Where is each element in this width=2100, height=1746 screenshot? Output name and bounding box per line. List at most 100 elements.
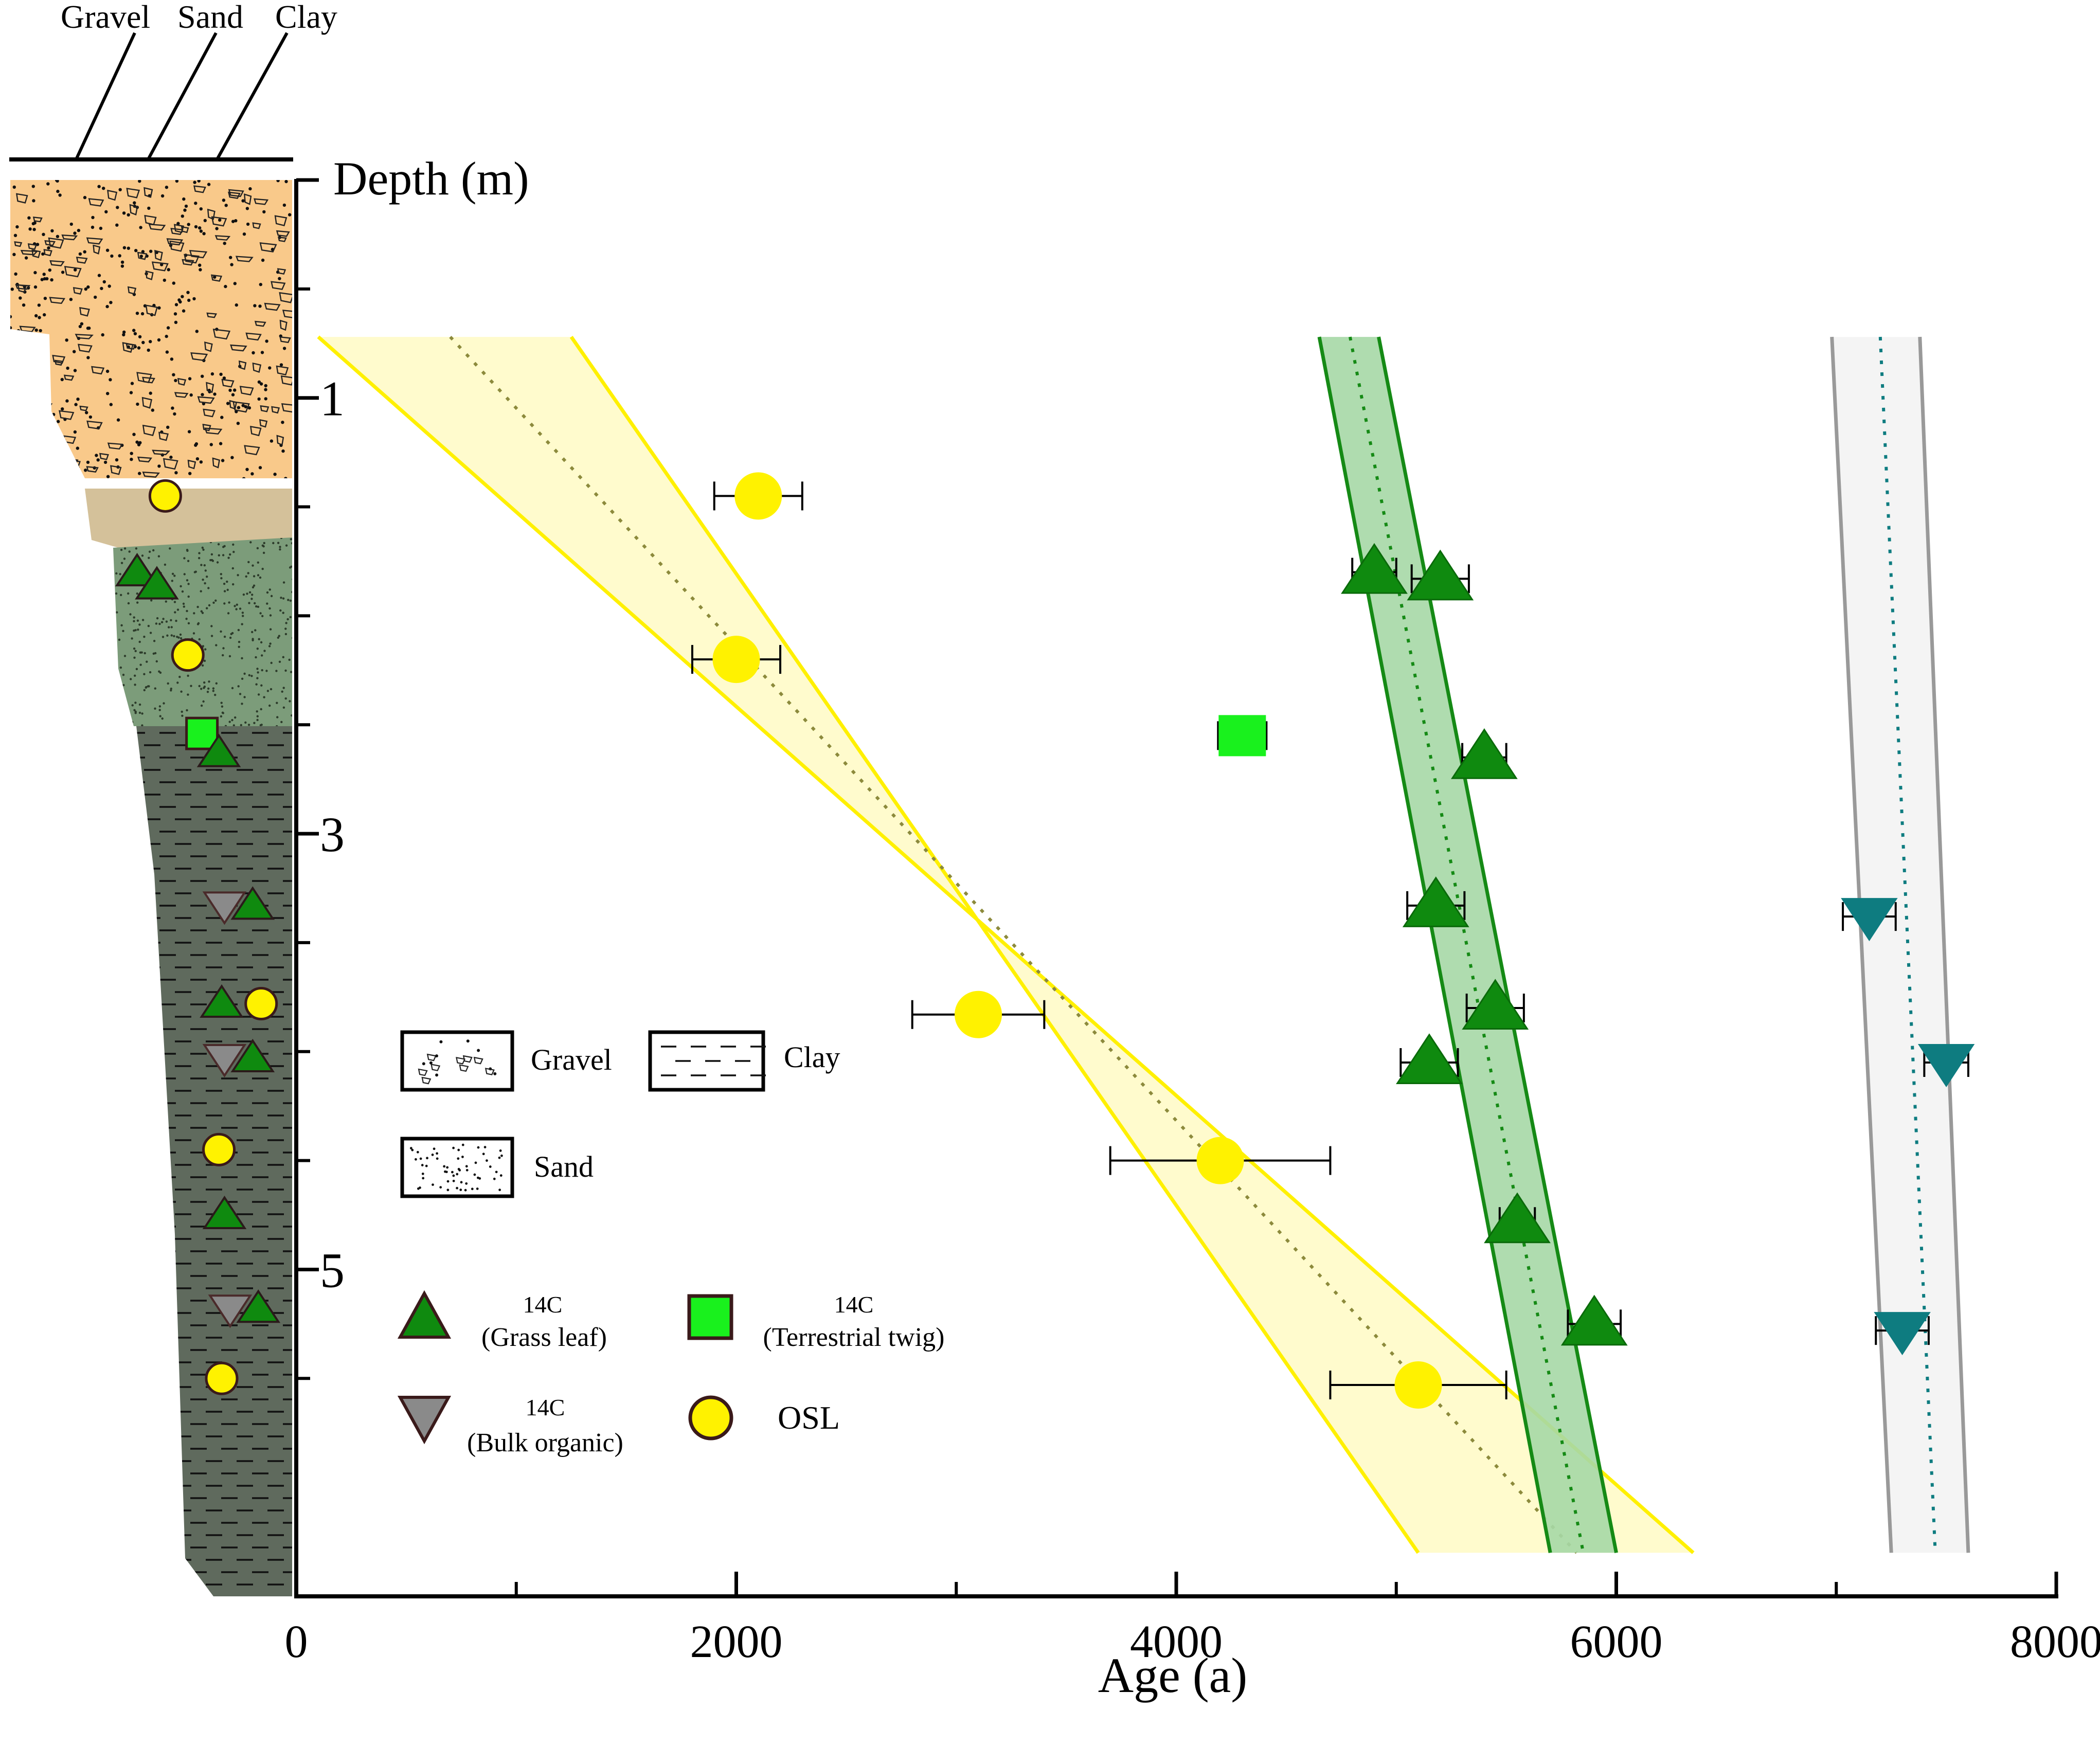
legend-gravel-pebble — [456, 1057, 466, 1065]
legend-sand-grain — [498, 1156, 501, 1159]
legend-sand-grain — [495, 1171, 498, 1174]
gravel-dot — [194, 225, 198, 229]
legend-bulk-organic-14c: 14C — [526, 1394, 565, 1420]
gravel-pebble — [43, 249, 52, 257]
sand-grain — [203, 687, 205, 689]
gravel-dot — [34, 314, 38, 318]
gravel-dot — [134, 249, 138, 253]
legend-sand-grain — [446, 1166, 449, 1169]
gravel-dot — [288, 213, 292, 217]
sand-grain — [247, 561, 250, 564]
gravel-dot — [213, 275, 217, 279]
sand-grain — [131, 637, 133, 640]
gravel-dot — [106, 392, 110, 395]
osl-point — [1394, 1361, 1442, 1409]
legend-gravel-label: Gravel — [531, 1043, 612, 1076]
gravel-pebble — [276, 435, 284, 446]
gravel-pebble — [110, 465, 122, 475]
sand-grain — [131, 704, 134, 707]
sand-grain — [279, 546, 281, 548]
gravel-pebble — [204, 341, 213, 352]
gravel-pebble — [252, 222, 261, 229]
sand-grain — [180, 585, 182, 588]
gravel-dot — [103, 460, 107, 464]
sand-grain — [114, 686, 117, 689]
legend-gravel-pebble — [484, 1068, 495, 1075]
gravel-pebble — [64, 266, 82, 278]
gravel-pebble — [91, 366, 105, 375]
legend-sand-grain — [445, 1171, 448, 1174]
band-center-line — [449, 336, 1578, 1554]
legend-bulk-organic-label: (Bulk organic) — [467, 1428, 623, 1457]
header-sand-label: Sand — [177, 0, 243, 35]
gravel-pebble — [212, 457, 220, 469]
sand-grain — [154, 687, 156, 690]
gravel-dot — [199, 229, 203, 233]
gravel-pebble — [206, 312, 218, 318]
gravel-dot — [96, 458, 100, 462]
y-tick-label: 1 — [320, 371, 345, 426]
sand-grain — [119, 573, 121, 575]
sand-grain — [173, 601, 176, 603]
legend-sand-grain — [483, 1146, 487, 1148]
gravel-dot — [95, 454, 98, 457]
legend-gravel-pebble — [421, 1076, 432, 1085]
gravel-dot — [257, 380, 261, 384]
gravel-pebble — [276, 365, 289, 376]
legend-sand-grain — [465, 1168, 469, 1172]
sand-grain — [200, 590, 202, 592]
sand-grain — [248, 591, 252, 594]
sand-grain — [186, 609, 188, 613]
sand-grain — [182, 602, 185, 605]
gravel-pebble — [204, 427, 223, 435]
gravel-pebble — [78, 344, 93, 353]
gravel-dot — [194, 202, 198, 205]
gravel-dot — [47, 246, 50, 250]
osl-point — [1196, 1137, 1244, 1184]
gravel-dot — [115, 223, 119, 227]
sand-grain — [291, 591, 292, 593]
legend-grass-leaf-14c: 14C — [523, 1291, 563, 1318]
legend-gravel-pebble — [459, 1064, 469, 1072]
sand-grain — [282, 656, 284, 659]
gravel-dot — [231, 393, 235, 397]
gravel-dot — [76, 446, 79, 450]
gravel-pebble — [278, 236, 287, 242]
gravel-pebble — [239, 386, 254, 395]
sand-grain — [138, 623, 141, 626]
gravel-dot — [282, 347, 286, 350]
gravel-dot — [50, 278, 53, 282]
gravel-pebble — [280, 375, 292, 386]
sand-grain — [217, 543, 220, 546]
sand-grain — [288, 658, 291, 661]
gravel-pebble — [93, 244, 101, 255]
sand-grain — [149, 671, 152, 674]
sand-grain — [241, 703, 243, 705]
sand-grain — [204, 569, 207, 572]
sand-grain — [269, 642, 272, 645]
sand-grain — [198, 557, 201, 560]
sand-grain — [268, 588, 271, 591]
gravel-dot — [138, 472, 141, 475]
gravel-dot — [235, 303, 238, 307]
x-tick-label: 0 — [285, 1616, 308, 1667]
sand-grain — [284, 669, 287, 672]
gravel-dot — [122, 246, 127, 249]
gravel-pebble — [232, 401, 250, 413]
gravel-dot — [44, 399, 48, 403]
sand-grain — [154, 707, 156, 710]
legend-sand-swatch — [400, 1137, 514, 1198]
sand-grain — [164, 563, 167, 566]
gravel-pebble — [279, 319, 288, 331]
gravel-dot — [14, 272, 17, 276]
gravel-dot — [139, 226, 142, 229]
gravel-pebble — [32, 410, 47, 416]
sand-grain — [220, 577, 223, 580]
sand-grain — [134, 674, 136, 677]
sand-grain — [178, 676, 181, 678]
gravel-dot — [24, 256, 28, 260]
gravel-dot — [101, 333, 104, 337]
gravel-dot — [199, 207, 203, 211]
gravel-dot — [58, 193, 62, 197]
sand-grain — [143, 652, 146, 655]
